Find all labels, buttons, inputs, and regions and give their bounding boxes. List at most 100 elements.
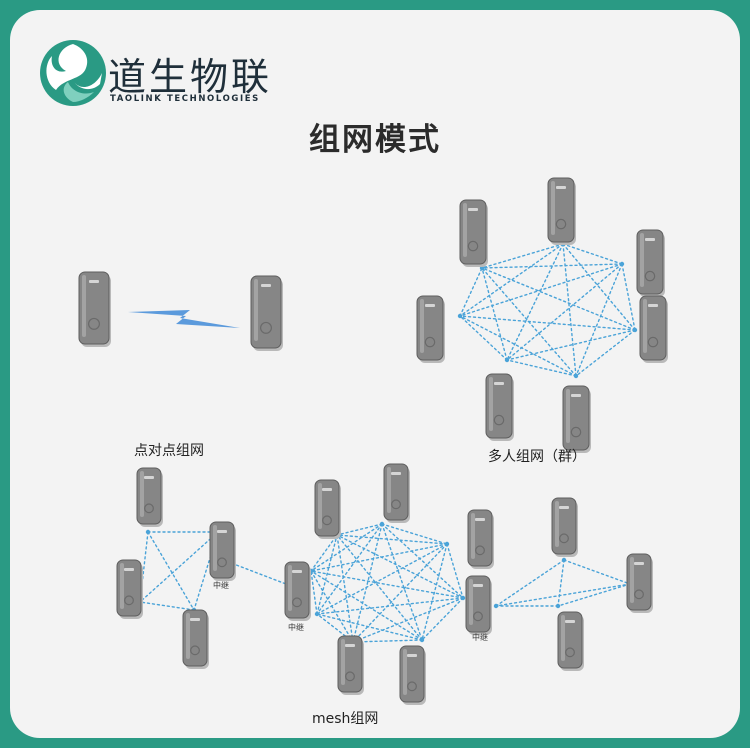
- link-line: [352, 597, 464, 643]
- device-highlight: [341, 639, 345, 685]
- device-button: [144, 503, 154, 514]
- device-brand-mark: [89, 280, 99, 283]
- walkie-talkie-device: [416, 295, 445, 363]
- device-button: [565, 647, 575, 658]
- link-node: [555, 603, 561, 609]
- device-highlight: [463, 203, 467, 257]
- link-line: [562, 243, 636, 331]
- device-highlight: [140, 471, 144, 517]
- link-line: [459, 263, 623, 317]
- link-line: [316, 597, 464, 615]
- device-highlight: [213, 525, 217, 571]
- device-highlight: [403, 649, 407, 695]
- mesh-caption: mesh组网: [312, 711, 379, 727]
- device-button: [345, 671, 355, 682]
- link-line: [481, 267, 577, 377]
- device-highlight: [630, 557, 634, 603]
- link-line: [336, 534, 448, 545]
- device-highlight: [643, 299, 647, 353]
- link-line: [621, 263, 636, 331]
- link-node: [504, 357, 510, 363]
- walkie-talkie-device: [383, 463, 410, 523]
- content-card: 道生物联 TAOLINK TECHNOLOGIES 组网模式 中继中继中继 点对…: [10, 10, 740, 738]
- device-highlight: [561, 615, 565, 661]
- walkie-talkie-device: [116, 559, 143, 619]
- device-button: [87, 317, 100, 330]
- link-line: [316, 534, 338, 615]
- link-node: [419, 637, 425, 643]
- link-line: [147, 531, 195, 611]
- device-brand-mark: [468, 208, 478, 211]
- device-highlight: [254, 279, 258, 341]
- walkie-talkie-device: [209, 521, 236, 581]
- link-line: [481, 243, 564, 269]
- link-line: [310, 570, 318, 615]
- walkie-talkie-device: [557, 611, 584, 671]
- device-highlight: [566, 389, 570, 443]
- device-brand-mark: [556, 186, 566, 189]
- link-line: [336, 534, 423, 641]
- device-highlight: [120, 563, 124, 609]
- walkie-talkie-device: [250, 275, 283, 351]
- link-line: [421, 543, 448, 641]
- device-brand-mark: [645, 238, 655, 241]
- link-line: [310, 570, 423, 641]
- device-brand-mark: [565, 620, 575, 623]
- device-brand-mark: [648, 304, 658, 307]
- link-node: [493, 603, 499, 609]
- device-brand-mark: [425, 304, 435, 307]
- link-line: [506, 359, 577, 377]
- link-line: [310, 543, 448, 572]
- link-line: [352, 639, 423, 643]
- walkie-talkie-device: [636, 229, 665, 297]
- link-line: [310, 523, 383, 572]
- device-button: [559, 533, 569, 544]
- page-title: 组网模式: [309, 122, 441, 158]
- link-line: [381, 523, 423, 641]
- link-line: [381, 523, 448, 545]
- device-button: [124, 595, 134, 606]
- link-line: [506, 329, 636, 361]
- group-caption: 多人组网（群）: [488, 449, 586, 465]
- device-button: [424, 336, 436, 348]
- link-line: [562, 243, 577, 377]
- walkie-talkie-device: [459, 199, 488, 267]
- relay-label: 中继: [213, 580, 229, 590]
- device-button: [647, 336, 659, 348]
- device-body: [78, 271, 110, 345]
- swirl-logo-icon: [40, 40, 106, 106]
- walkie-talkie-device: [78, 271, 111, 347]
- link-line: [193, 531, 219, 611]
- device-button: [634, 589, 644, 600]
- link-line: [506, 263, 623, 361]
- walkie-talkie-device: [136, 467, 163, 527]
- device-brand-mark: [217, 530, 227, 533]
- p2p-caption: 点对点组网: [134, 443, 204, 459]
- link-line: [459, 267, 483, 317]
- link-line: [495, 583, 631, 607]
- link-node: [460, 595, 466, 601]
- link-node: [444, 541, 450, 547]
- link-line: [459, 315, 508, 361]
- link-node: [573, 373, 579, 379]
- link-line: [381, 523, 464, 599]
- device-highlight: [471, 513, 475, 559]
- link-line: [352, 543, 448, 643]
- device-highlight: [186, 613, 190, 659]
- device-button: [292, 597, 302, 608]
- device-highlight: [489, 377, 493, 431]
- link-line: [562, 243, 623, 265]
- walkie-talkie-device: [551, 497, 578, 557]
- device-brand-mark: [190, 618, 200, 621]
- device-brand-mark: [124, 568, 134, 571]
- device-brand-mark: [559, 506, 569, 509]
- walkie-talkie-device: [485, 373, 514, 441]
- device-button: [570, 426, 582, 438]
- device-button: [493, 414, 505, 426]
- device-button: [260, 321, 273, 334]
- link-line: [316, 613, 423, 641]
- link-node: [632, 327, 638, 333]
- device-brand-mark: [391, 472, 401, 475]
- relay-label: 中继: [472, 632, 488, 642]
